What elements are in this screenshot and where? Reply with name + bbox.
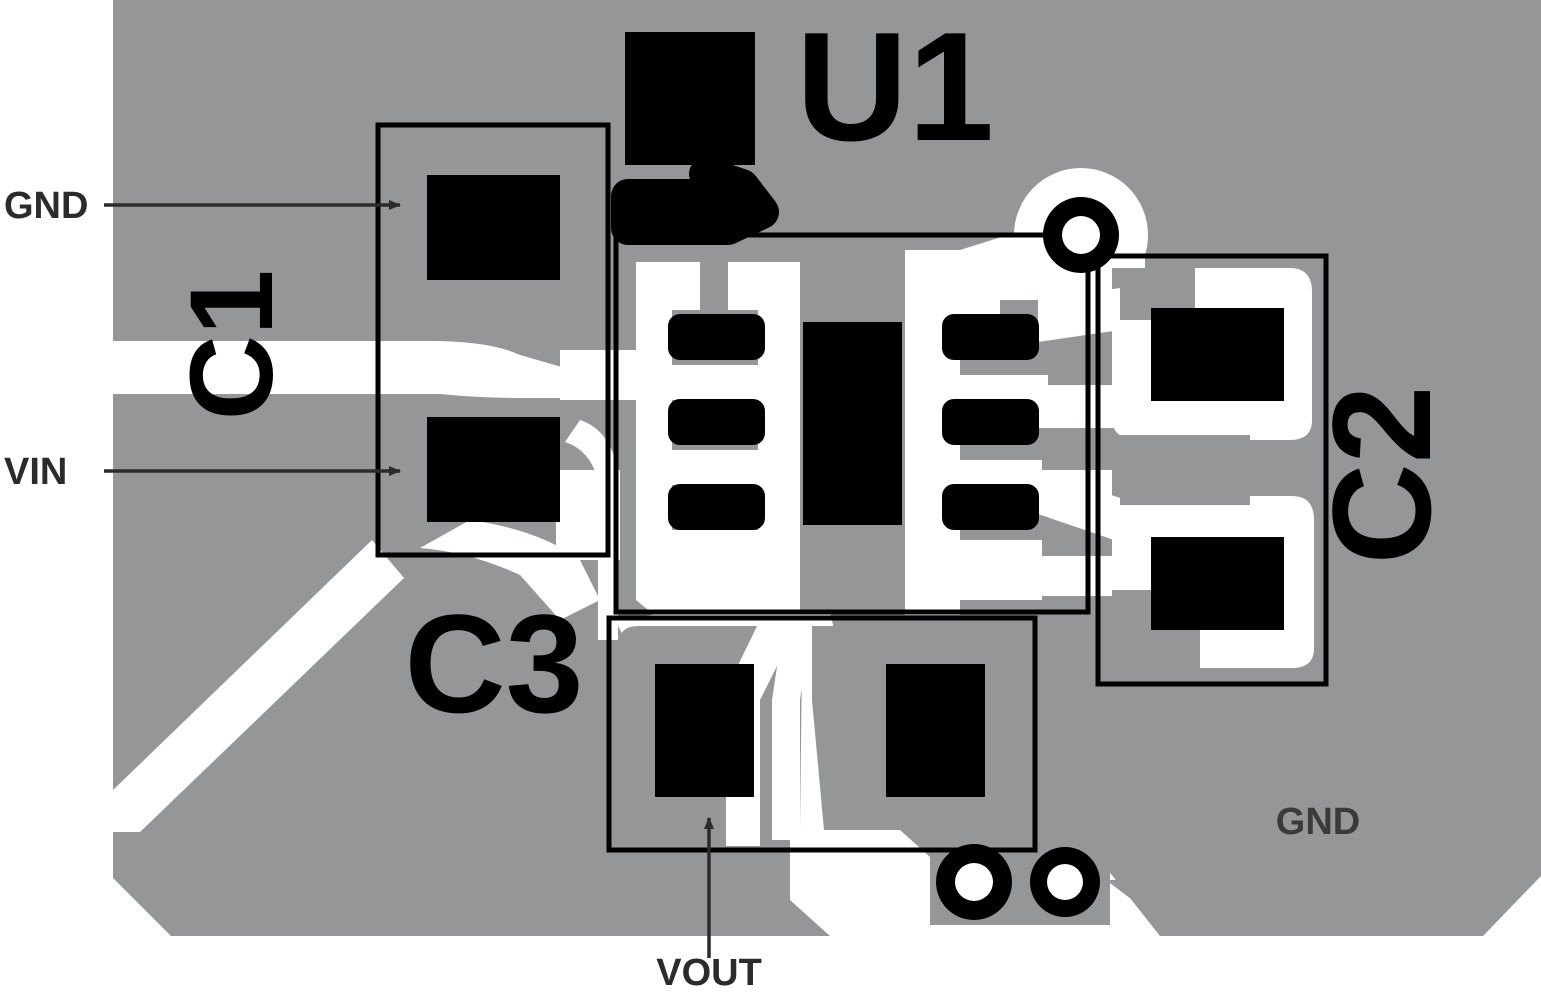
silk-ref-c3: C3 bbox=[405, 585, 584, 742]
c1-pad-gnd bbox=[427, 175, 560, 280]
gnd-plane-label: GND bbox=[1276, 801, 1360, 843]
plane-labels: GND bbox=[1276, 801, 1360, 843]
c2-outline bbox=[1095, 253, 1329, 687]
u1-pad-left-1 bbox=[668, 314, 765, 360]
annotation-label-vin: VIN bbox=[4, 451, 67, 493]
vias bbox=[936, 197, 1119, 920]
annotation-gnd: GND bbox=[4, 185, 401, 227]
via-gnd-1 bbox=[936, 844, 1012, 920]
u1-pad-right-1 bbox=[942, 314, 1039, 360]
u1-outline bbox=[613, 232, 1091, 615]
component-pads bbox=[427, 32, 1284, 797]
c2-pad-1 bbox=[1151, 308, 1284, 401]
via-u1-gnd bbox=[1043, 197, 1119, 273]
silk-ref-c1: C1 bbox=[166, 270, 298, 421]
c1-outline bbox=[375, 122, 611, 558]
u1-pin1-pad bbox=[625, 32, 755, 165]
silk-ref-c2: C2 bbox=[1303, 386, 1460, 565]
c3-pad-vout bbox=[655, 664, 754, 797]
annotation-label-gnd: GND bbox=[4, 185, 88, 227]
c2-pad-2 bbox=[1151, 537, 1284, 630]
silkscreen-outlines bbox=[375, 122, 1329, 853]
u1-pad-right-2 bbox=[942, 399, 1039, 445]
c3-pad-2 bbox=[886, 664, 985, 797]
via-gnd-2 bbox=[1030, 847, 1100, 917]
u1-pad-left-2 bbox=[668, 399, 765, 445]
silk-ref-u1: U1 bbox=[796, 0, 994, 173]
silkscreen-reference-designators: C1 U1 C2 C3 bbox=[166, 0, 1460, 742]
annotation-label-vout: VOUT bbox=[656, 952, 762, 994]
u1-pin1-marker-icon bbox=[611, 157, 779, 245]
u1-pad-left-3 bbox=[668, 484, 765, 530]
annotations: GND VIN VOUT bbox=[4, 185, 762, 994]
u1-pad-right-3 bbox=[942, 484, 1039, 530]
annotation-vout: VOUT bbox=[656, 817, 762, 994]
c3-outline bbox=[606, 615, 1038, 853]
u1-thermal-pad bbox=[803, 322, 902, 525]
annotation-vin: VIN bbox=[4, 451, 401, 493]
c1-pad-vin bbox=[427, 417, 560, 522]
